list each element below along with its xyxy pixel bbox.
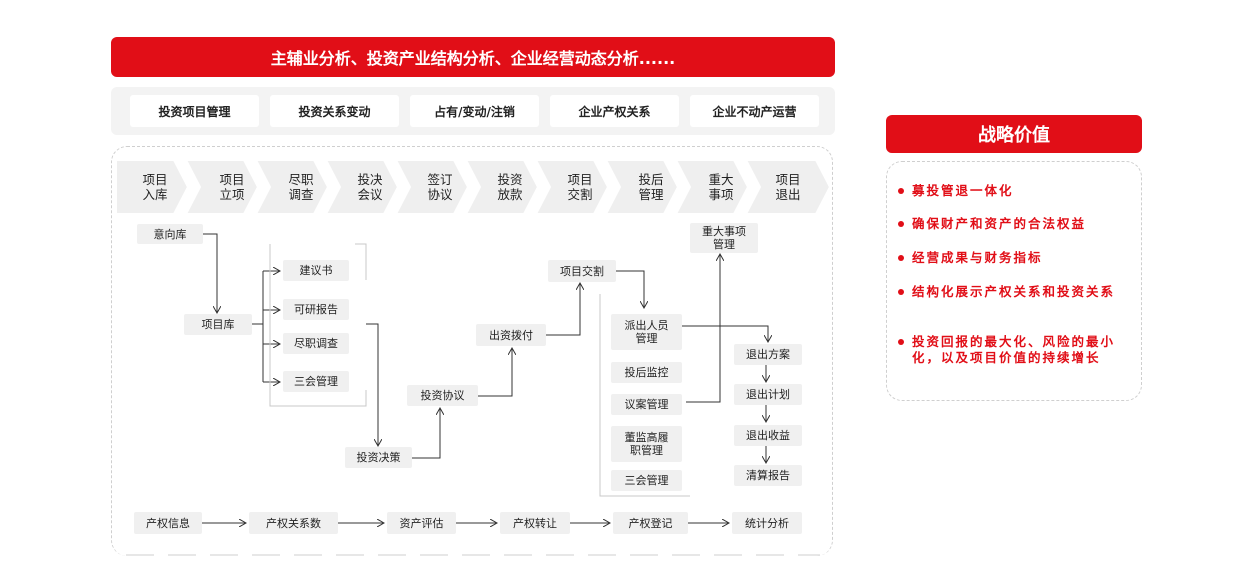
property-relations-box: 产权关系数 [249,512,338,534]
stage-1: 项目入库 [142,172,168,202]
banner-text: 主辅业分析、投资产业结构分析、企业经营动态分析...... [270,49,676,68]
monitoring-box: 投后监控 [611,362,682,383]
strategic-value-panel [886,161,1142,401]
module-property-rights[interactable]: 企业产权关系 [550,95,679,127]
decision-box: 投资决策 [345,447,412,468]
stage-7: 项目交割 [567,172,593,202]
agreement-box: 投资协议 [407,385,478,406]
intent-pool-box: 意向库 [137,224,203,244]
strategic-item: 经营成果与财务指标 [898,250,1130,266]
flow-frame [111,146,833,556]
stage-5: 签订协议 [427,172,453,202]
strategic-item: 确保财产和资产的合法权益 [898,216,1130,232]
strategic-item: 结构化展示产权关系和投资关系 [898,284,1130,300]
strategic-value-title: 战略价值 [886,115,1142,153]
stage-chevron-row [116,160,830,214]
project-pool-box: 项目库 [184,314,252,335]
bullet-icon [898,255,904,261]
strategic-item: 募投管退一体化 [898,183,1130,199]
three-meetings-box-b: 三会管理 [611,470,682,491]
due-diligence-box: 尽职调查 [283,333,349,354]
exit-plan-box: 退出方案 [734,344,802,365]
strategic-item: 投资回报的最大化、风险的最小化，以及项目价值的持续增长 [898,334,1130,366]
directors-box: 董监高履职管理 [611,426,682,462]
delivery-box: 项目交割 [548,260,616,282]
stage-2: 项目立项 [219,172,245,202]
top-banner: 主辅业分析、投资产业结构分析、企业经营动态分析...... [111,37,835,77]
stage-9: 重大事项 [708,172,734,202]
property-registration-box: 产权登记 [613,512,688,534]
bullet-icon [898,339,904,345]
proposal-mgmt-box: 议案管理 [611,394,682,415]
module-real-estate[interactable]: 企业不动产运营 [690,95,819,127]
module-investment-relations[interactable]: 投资关系变动 [270,95,399,127]
liquidation-box: 清算报告 [734,465,802,486]
payment-box: 出资拨付 [476,324,546,346]
stage-8: 投后管理 [638,172,664,202]
bullet-icon [898,188,904,194]
dispatch-box: 派出人员管理 [611,314,682,350]
exit-income-box: 退出收益 [734,425,802,446]
statistics-box: 统计分析 [732,512,802,534]
proposal-box: 建议书 [283,260,349,281]
bullet-icon [898,221,904,227]
bullet-icon [898,289,904,295]
feasibility-box: 可研报告 [283,299,349,320]
asset-evaluation-box: 资产评估 [387,512,456,534]
property-transfer-box: 产权转让 [500,512,570,534]
module-occupancy[interactable]: 占有/变动/注销 [410,95,539,127]
stage-3: 尽职调查 [288,172,314,202]
property-info-box: 产权信息 [134,512,202,534]
stage-4: 投决会议 [357,172,383,202]
stage-10: 项目退出 [775,172,801,202]
major-box: 重大事项管理 [690,223,758,253]
module-investment-projects[interactable]: 投资项目管理 [130,95,259,127]
stage-6: 投资放款 [497,172,523,202]
exit-schedule-box: 退出计划 [734,384,802,405]
three-meetings-box-a: 三会管理 [283,371,349,392]
